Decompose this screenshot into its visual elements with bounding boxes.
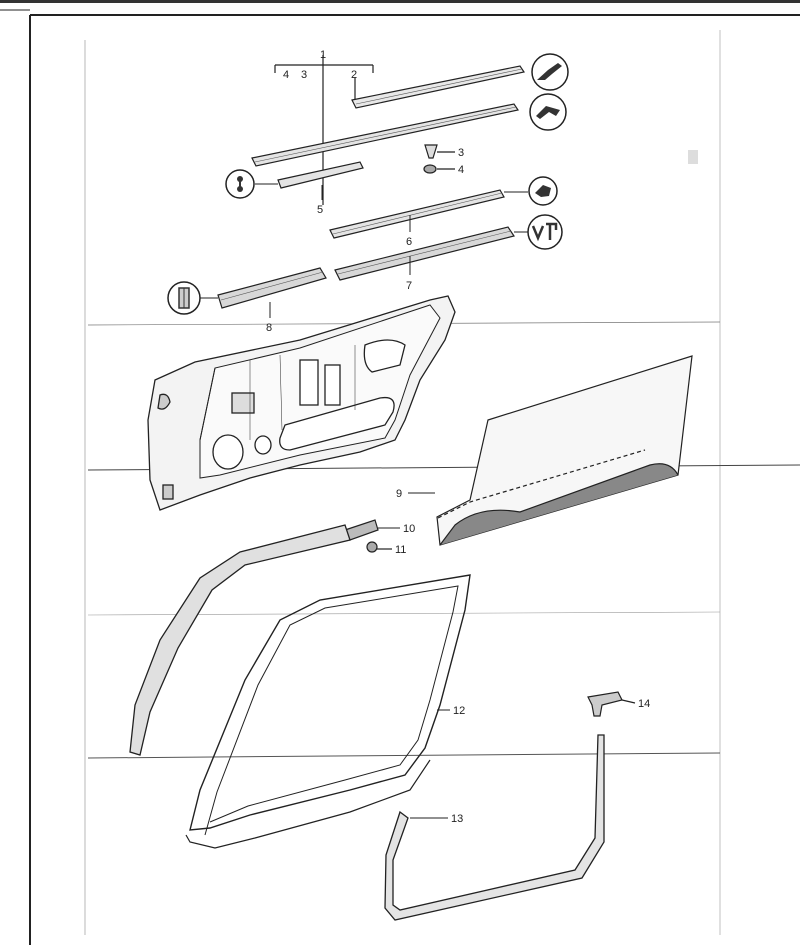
- profile-detail-1-icon: [529, 93, 567, 131]
- trim-strip-part-8: [217, 267, 327, 309]
- screw-part-11: [366, 541, 392, 553]
- callout-3: 3: [458, 147, 464, 159]
- callout-3-group: 3: [301, 69, 307, 81]
- trim-strip-part-5: [277, 161, 364, 189]
- clip-part-3: [424, 144, 455, 159]
- clip-part-14: [587, 691, 636, 717]
- callout-10: 10: [403, 523, 415, 535]
- profile-detail-5-icon: [225, 169, 278, 199]
- profile-detail-2-icon: [531, 53, 569, 91]
- callout-12: 12: [453, 705, 465, 717]
- seal-strip-part-10: [344, 519, 379, 541]
- callout-13: 13: [451, 813, 463, 825]
- door-seal-part-12: [185, 574, 471, 849]
- grommet-part-4: [423, 164, 455, 174]
- callout-9: 9: [396, 488, 402, 500]
- scan-stamp-mark: [688, 150, 698, 164]
- callout-11: 11: [395, 544, 406, 556]
- group-1-bracket: [274, 55, 374, 205]
- profile-detail-7-icon: [514, 214, 563, 250]
- callout-14: 14: [638, 698, 650, 710]
- door-shell: [147, 295, 456, 511]
- callout-8: 8: [266, 322, 272, 334]
- lower-seal-part-13: [384, 734, 605, 921]
- callout-1: 1: [320, 49, 326, 61]
- trim-strip-part-6: [329, 189, 505, 239]
- callout-4-group: 4: [283, 69, 289, 81]
- profile-detail-6-icon: [504, 176, 558, 206]
- trim-strip-part-7: [334, 226, 515, 281]
- callout-5: 5: [317, 204, 323, 216]
- vapour-barrier-part-9: [436, 355, 693, 546]
- trim-strip-part-1: [251, 103, 519, 167]
- profile-detail-8-icon: [167, 281, 218, 315]
- a-pillar-seal: [129, 524, 351, 756]
- callout-2-group: 2: [351, 69, 357, 81]
- callout-6: 6: [406, 236, 412, 248]
- callout-4: 4: [458, 164, 464, 176]
- trim-strip-part-2: [351, 65, 525, 109]
- callout-7: 7: [406, 280, 412, 292]
